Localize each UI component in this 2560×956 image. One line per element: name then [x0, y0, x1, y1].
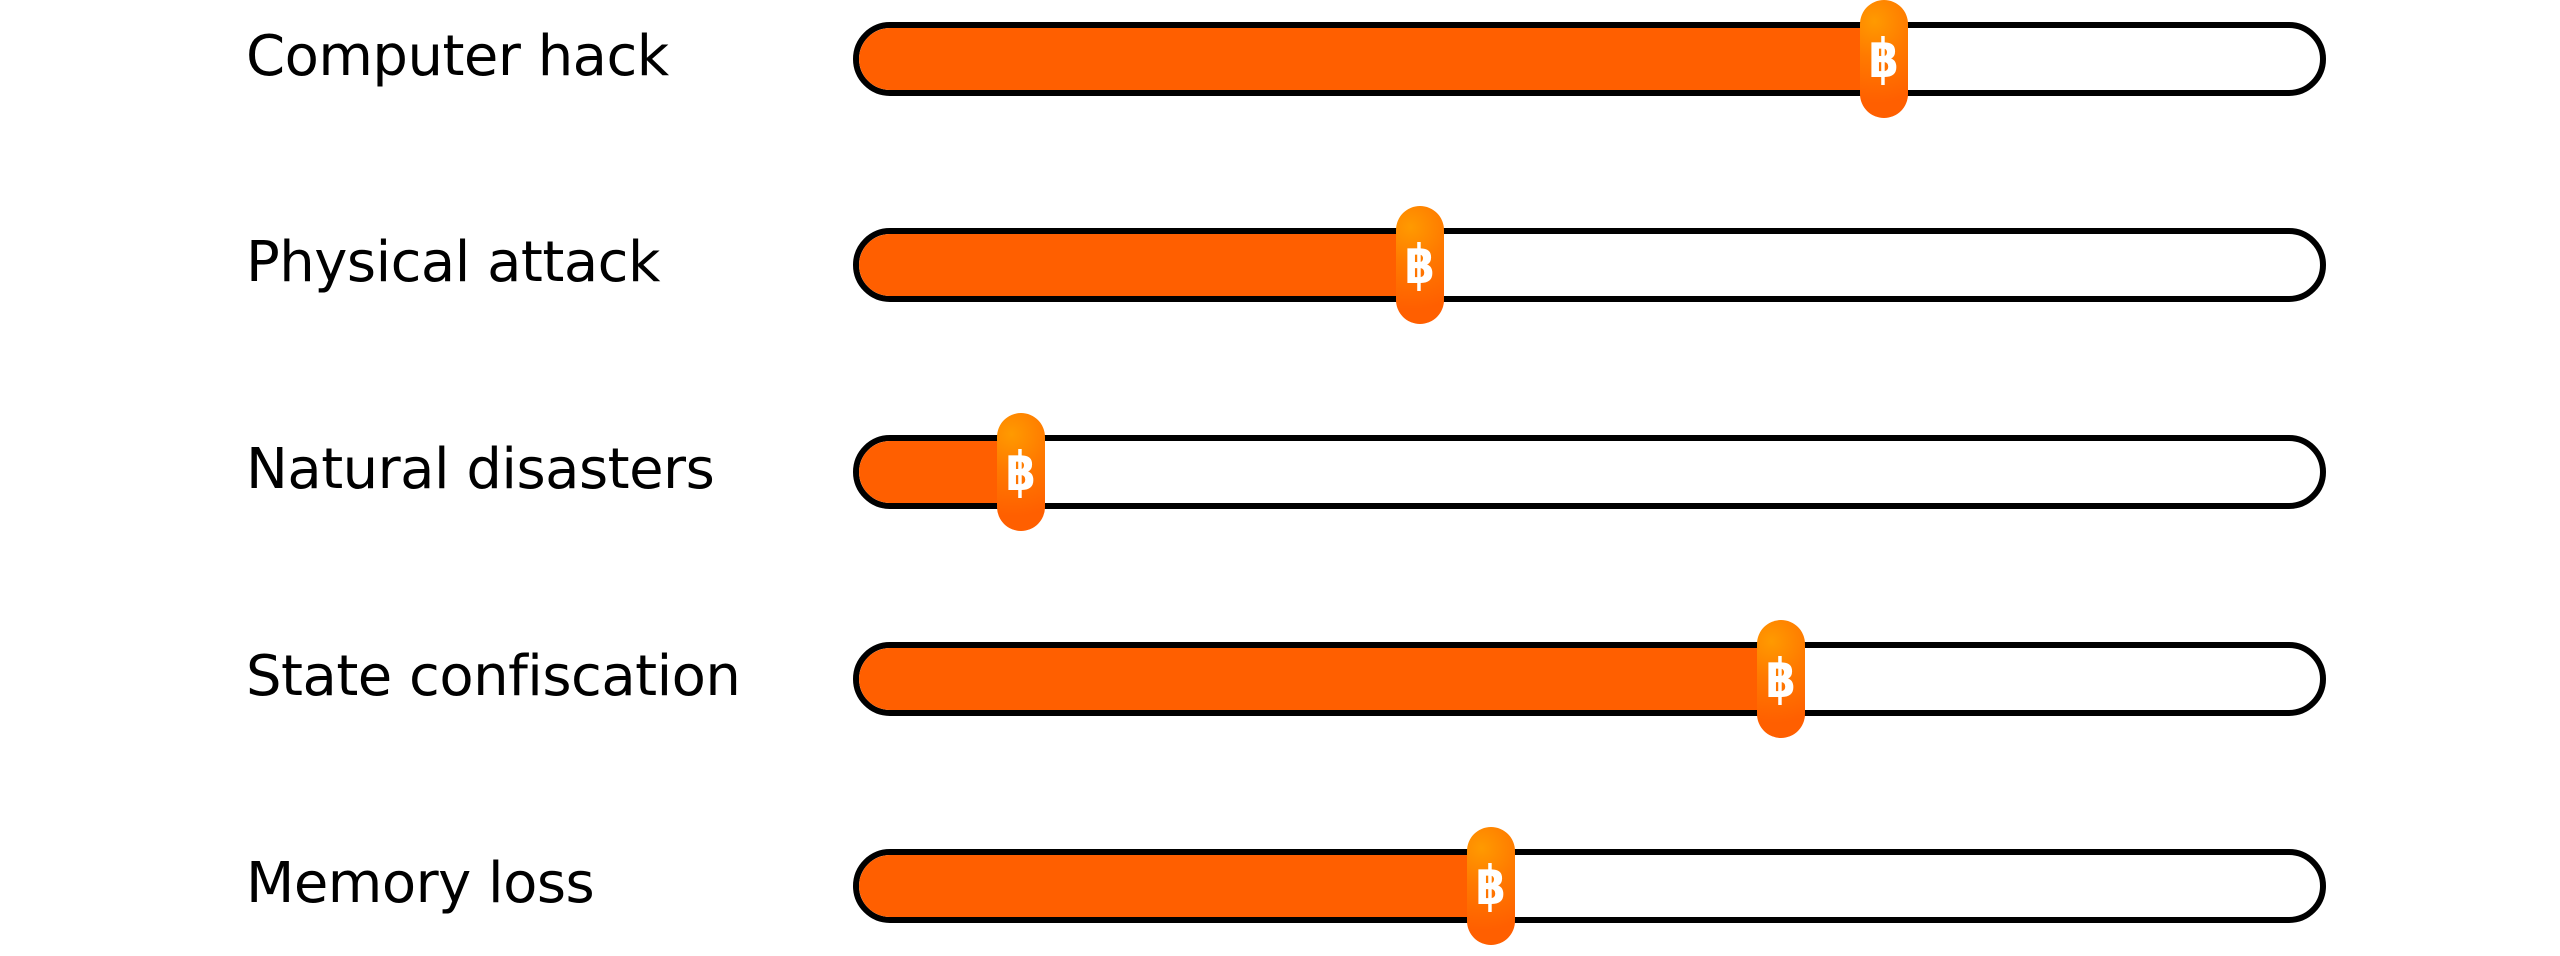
slider-fill	[859, 234, 1427, 296]
slider-row: Natural disasters ฿	[0, 402, 2560, 542]
slider-row: State confiscation ฿	[0, 609, 2560, 749]
slider-thumb[interactable]: ฿	[1860, 0, 1909, 118]
slider-fill	[859, 28, 1891, 90]
slider-thumb[interactable]: ฿	[1466, 827, 1515, 945]
bitcoin-icon: ฿	[1005, 440, 1036, 503]
slider-label: Memory loss	[246, 850, 595, 916]
slider-fill	[859, 648, 1787, 710]
bitcoin-icon: ฿	[1405, 233, 1436, 296]
slider-label: State confiscation	[246, 643, 741, 709]
slider-thumb[interactable]: ฿	[1756, 620, 1805, 738]
slider-label: Natural disasters	[246, 436, 715, 502]
slider-thumb[interactable]: ฿	[996, 413, 1045, 531]
bitcoin-icon: ฿	[1475, 854, 1506, 917]
slider-label: Computer hack	[246, 23, 669, 89]
slider-thumb[interactable]: ฿	[1396, 206, 1445, 324]
slider-row: Physical attack ฿	[0, 195, 2560, 335]
slider-track[interactable]	[853, 435, 2326, 509]
slider-row: Computer hack ฿	[0, 0, 2560, 129]
bitcoin-icon: ฿	[1765, 647, 1797, 710]
slider-track[interactable]	[853, 22, 2326, 96]
bitcoin-icon: ฿	[1869, 27, 1900, 90]
slider-track[interactable]	[853, 849, 2326, 923]
slider-track[interactable]	[853, 228, 2326, 302]
slider-fill	[859, 855, 1497, 917]
slider-row: Memory loss ฿	[0, 816, 2560, 956]
slider-label: Physical attack	[246, 229, 660, 295]
slider-track[interactable]	[853, 642, 2326, 716]
